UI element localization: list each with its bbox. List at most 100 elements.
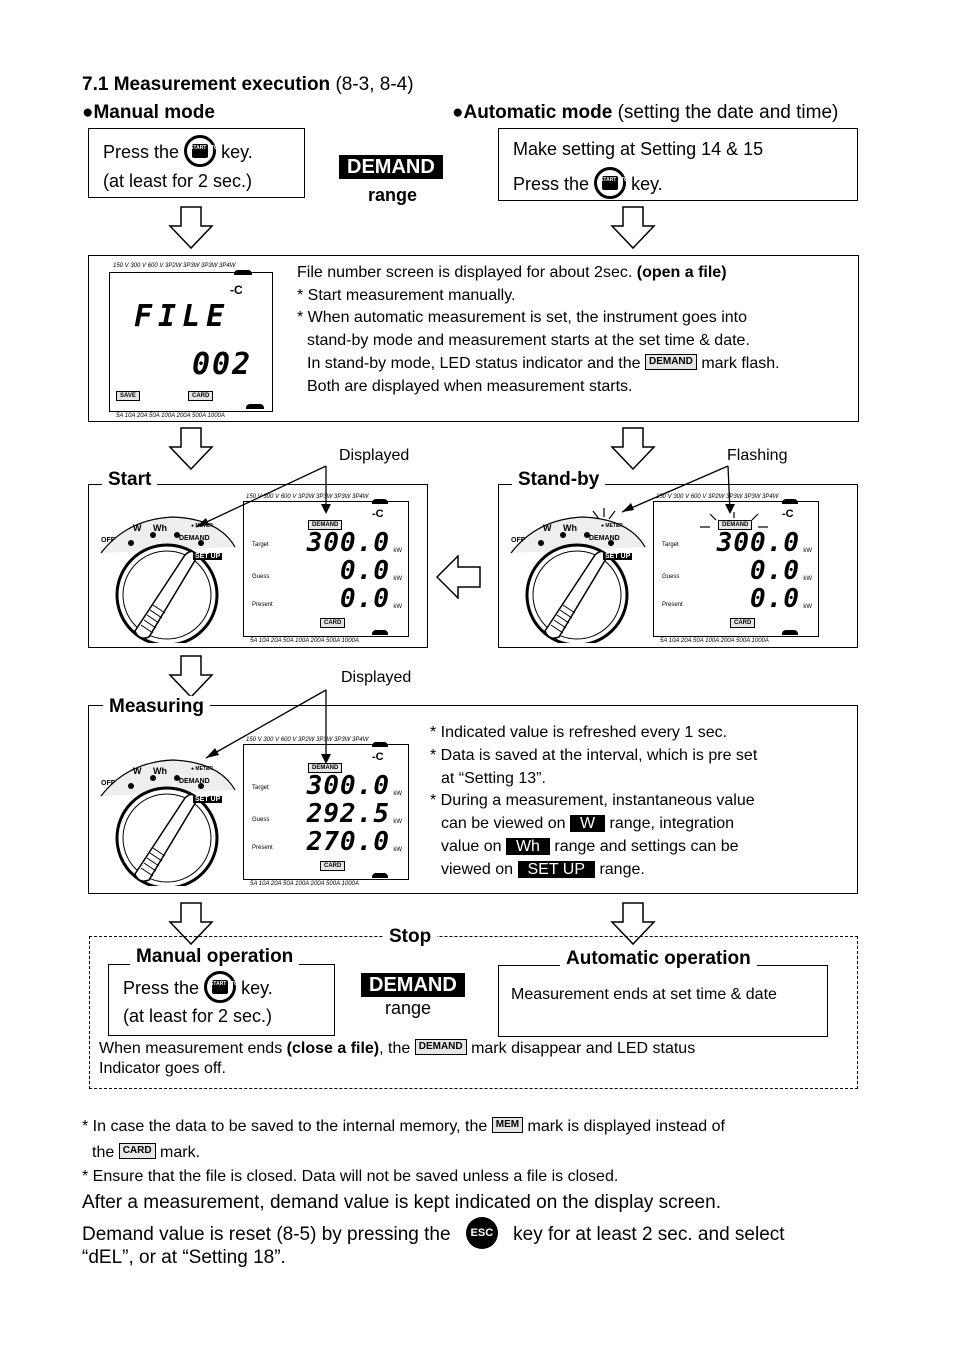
note7-end: range. [599,861,645,878]
dial-wh-label: Wh [153,766,167,776]
measuring-note1: * Indicated value is refreshed every 1 s… [430,724,728,741]
stop-manual-box: Press the START STOP key. (at least for … [108,964,335,1036]
standby-callout: Flashing [727,447,788,464]
dial-setup-label: SET UP [193,796,223,803]
lcd-file-number: 002 [192,347,253,382]
plug-icon: -C [230,283,243,297]
close-file-text: (close a file) [286,1040,380,1057]
file-line5: In stand-by mode, LED status indicator a… [307,353,780,373]
lcd-row-label: Target [662,542,679,548]
measuring-note7: viewed on SET UP range. [441,861,645,879]
lcd-card-tag: CARD [320,861,346,871]
paragraph3: “dEL”, or at “Setting 18”. [82,1247,286,1268]
end-text-d: mark disappear and LED status [471,1040,696,1057]
lcd-value-guess: 292.5 [306,799,390,829]
lcd-save-tag: SAVE [116,391,140,401]
lcd-card-tag: CARD [730,618,756,628]
plug-icon: -C [372,508,384,520]
stop-key-text: key. [241,977,273,998]
stop-manual-line2: (at least for 2 sec.) [123,1006,273,1026]
standby-lcd-display: 150 V 300 V 600 V 3P2W 3P3W 3P3W 3P4W -C… [653,494,819,644]
down-arrow-icon [610,902,656,946]
dial-off-label: OFF [101,537,115,544]
dial-setup-label: SET UP [193,553,223,560]
dial-demand-label: DEMAND [589,535,620,542]
lcd-unit: kW [803,548,812,554]
note7-text: viewed on [441,861,514,878]
paragraph2: Demand value is reset (8-5) by pressing … [82,1217,785,1251]
open-file-text: (open a file) [636,264,727,281]
file-line5-end: mark flash. [701,355,780,372]
lcd-unit: kW [393,819,402,825]
file-line1-text: File number screen is displayed for abou… [297,264,633,281]
lcd-mark [246,404,264,409]
automatic-mode-box: Make setting at Setting 14 & 15 Press th… [498,128,858,201]
file-line6: Both are displayed when measurement star… [307,378,633,395]
end-text-a: When measurement ends [99,1040,283,1057]
lcd-demand-tag: DEMAND [718,520,753,530]
standby-instrument-panel: OFF W Wh ● METER DEMAND SET UP 150 V 300… [507,493,837,644]
start-stop-key-icon: START STOP [184,135,222,167]
plug-icon: -C [372,751,384,763]
measuring-note5: can be viewed on W range, integration [441,815,734,833]
lcd-row-label: Guess [252,817,270,823]
file-line5-text: In stand-by mode, LED status indicator a… [307,355,641,372]
lcd-bottom-scale: 5A 10A 20A 50A 100A 200A 500A 1000A [250,638,359,644]
lcd-value-target: 300.0 [306,771,390,801]
automatic-line1: Make setting at Setting 14 & 15 [513,139,764,159]
manual-press-text: Press the [103,141,180,162]
key-label: START STOP [210,981,242,987]
note6-end: range and settings can be [554,838,739,855]
lcd-top-scale: 150 V 300 V 600 V 3P2W 3P3W 3P3W 3P4W [113,263,236,269]
lcd-value-guess: 0.0 [340,556,390,586]
dial-meter-label: ● METER [191,766,213,772]
measuring-note2: * Data is saved at the interval, which i… [430,747,758,764]
stop-end-line1: When measurement ends (close a file), th… [99,1038,696,1058]
note5-text: can be viewed on [441,815,566,832]
p2-text-b: key for at least 2 sec. and select [513,1224,785,1246]
lcd-unit: kW [803,576,812,582]
rotary-dial-icon [510,516,646,643]
key-label: START STOP [190,145,222,151]
stop-label: Stop [383,926,438,948]
manual-mode-heading: ●Manual mode [82,102,215,123]
rotary-dial-icon [100,759,236,886]
section-title: 7.1 Measurement execution (8-3, 8-4) [82,74,414,96]
dial-wh-label: Wh [563,523,577,533]
plug-icon: -C [782,508,794,520]
lcd-row-label: Guess [252,574,270,580]
note1-text-a: * In case the data to be saved to the in… [82,1118,488,1135]
p2-text-a: Demand value is reset (8-5) by pressing … [82,1224,451,1246]
end-text-c: , the [379,1040,411,1057]
measuring-label: Measuring [103,696,211,718]
manual-operation-label: Manual operation [130,946,300,968]
lcd-value-target: 300.0 [716,528,800,558]
manual-line1: Press the START STOP key. [103,135,253,169]
standby-label: Stand-by [512,469,606,491]
lcd-mark [372,499,388,504]
lcd-top-scale: 150 V 300 V 600 V 3P2W 3P3W 3P3W 3P4W [246,737,369,743]
note1-line1: * In case the data to be saved to the in… [82,1116,725,1136]
lcd-row-label: Present [662,602,683,608]
rotary-dial-icon [100,516,236,643]
note1-line2: the CARD mark. [92,1142,200,1162]
stop-range-label: range [385,998,432,1018]
lcd-value-guess: 0.0 [750,556,800,586]
demand-mark-icon: DEMAND [644,353,697,370]
lcd-unit: kW [393,604,402,610]
lcd-card-tag: CARD [188,391,214,401]
measuring-note6: value on Wh range and settings can be [441,838,739,856]
lcd-bottom-scale: 5A 10A 20A 50A 100A 200A 500A 1000A [660,638,769,644]
section-ref: (8-3, 8-4) [335,74,414,95]
start-callout: Displayed [339,447,410,464]
w-range-badge: W [569,815,606,832]
dial-w-label: W [133,523,142,533]
stop-auto-text: Measurement ends at set time & date [511,986,777,1003]
dial-w-label: W [133,766,142,776]
range-label: range [368,185,418,205]
note5-end: range, integration [609,815,735,832]
measuring-lcd-display: 150 V 300 V 600 V 3P2W 3P3W 3P3W 3P4W -C… [243,737,409,887]
measuring-note4: * During a measurement, instantaneous va… [430,792,755,809]
lcd-row-label: Present [252,845,273,851]
dial-meter-label: ● METER [191,523,213,529]
